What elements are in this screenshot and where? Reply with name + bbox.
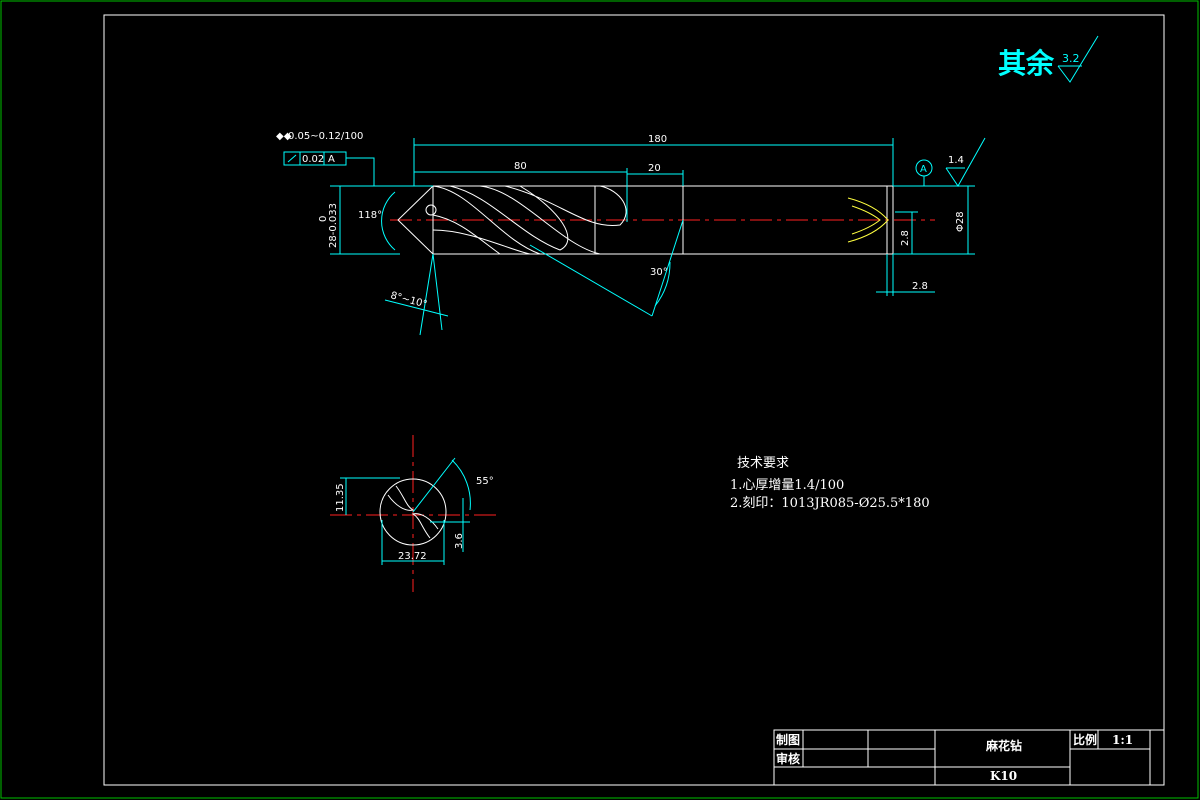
runout-value: 0.02	[302, 154, 324, 165]
dim-flute-length: 80	[514, 161, 527, 172]
notes-title: 技术要求	[737, 456, 789, 471]
drill-flutes	[432, 185, 627, 255]
tb-material: K10	[990, 769, 1017, 783]
section-flutes	[387, 485, 439, 539]
dim-web-thickness: 3.6	[454, 533, 465, 549]
dim-section-width: 23.72	[398, 551, 427, 562]
surface-finish-label: 其余	[998, 47, 1055, 80]
dim-point-angle: 118°	[358, 210, 382, 221]
tb-checked-label: 审核	[776, 751, 800, 766]
datum-label: A	[920, 164, 927, 175]
dim-diameter-tol-upper: 0	[318, 216, 329, 222]
dim-center-hole-depth: 2.8	[912, 281, 928, 292]
drill-point	[397, 185, 434, 255]
surface-finish-value: 3.2	[1062, 52, 1080, 65]
center-hole	[847, 197, 889, 243]
dim-web-offset: 11.35	[335, 483, 346, 512]
runout-datum: A	[328, 154, 335, 165]
surface-finish-symbol	[1057, 35, 1099, 83]
svg-text:◆◆: ◆◆	[276, 131, 292, 142]
title-block	[773, 729, 1165, 786]
note-item-1: 1.心厚增量1.4/100	[730, 478, 844, 493]
taper-tolerance: 0.05~0.12/100	[288, 131, 363, 142]
dim-total-length: 180	[648, 134, 667, 145]
shank-roughness: 1.4	[948, 155, 964, 166]
dim-neck-length: 20	[648, 163, 661, 174]
tb-drawn-label: 制图	[776, 732, 800, 747]
dim-clearance-angle: 8°~10°	[389, 290, 428, 310]
tb-part-name: 麻花钻	[985, 738, 1022, 753]
dim-section-angle: 55°	[476, 476, 494, 487]
tb-scale-label: 比例	[1073, 732, 1097, 747]
dim-helix-angle: 30°	[650, 267, 668, 278]
note-item-2: 2.刻印：1013JR085-Ø25.5*180	[730, 496, 930, 511]
drawing-frame	[103, 14, 1165, 786]
dim-center-hole-dia: 2.8	[900, 230, 911, 246]
section-outline	[379, 478, 447, 546]
tb-scale-value: 1:1	[1112, 733, 1133, 747]
dim-shank-diameter: Φ28	[955, 211, 966, 232]
dim-diameter-tol: 28-0.033	[328, 203, 339, 248]
